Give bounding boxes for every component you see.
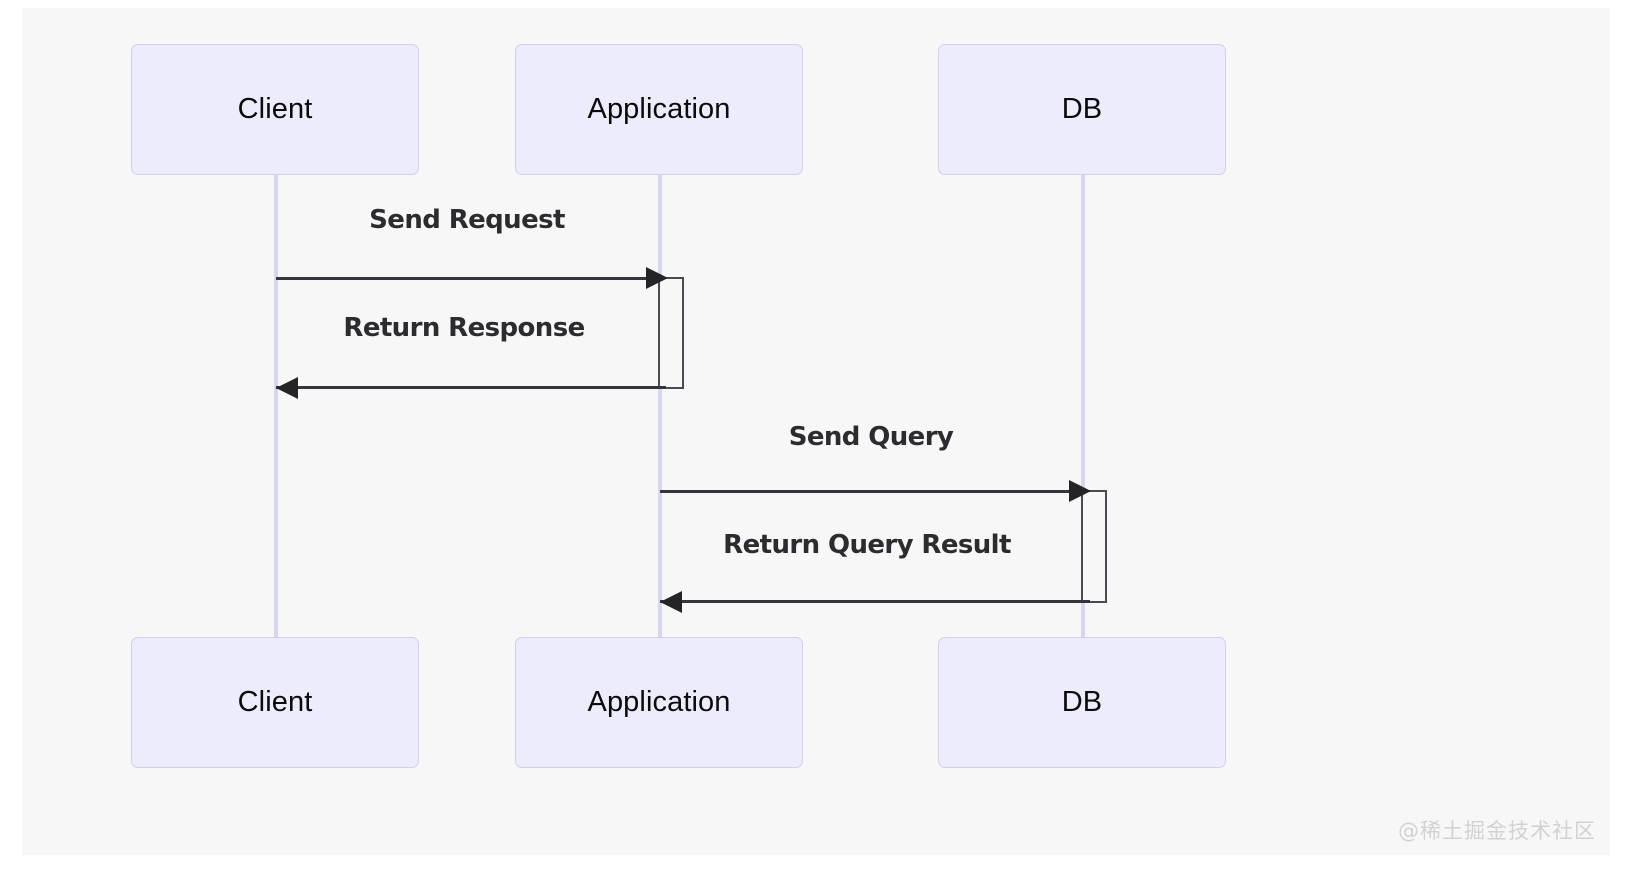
participant-label-client-bottom: Client xyxy=(237,686,313,718)
participant-box-application-bottom[interactable]: Application xyxy=(515,637,803,768)
message-label-send-query: Send Query xyxy=(788,422,954,452)
message-line-send-query xyxy=(660,490,1071,493)
participant-box-application-top[interactable]: Application xyxy=(515,44,803,175)
participant-box-db-bottom[interactable]: DB xyxy=(938,637,1226,768)
lifeline-client xyxy=(274,175,278,665)
message-line-send-request xyxy=(276,277,648,280)
message-line-return-query-result xyxy=(660,600,1090,603)
participant-label-db-bottom: DB xyxy=(1061,686,1103,718)
participant-box-db-top[interactable]: DB xyxy=(938,44,1226,175)
participant-label-db-top: DB xyxy=(1061,93,1103,125)
watermark-text: @稀土掘金技术社区 xyxy=(1398,819,1596,843)
message-label-send-request: Send Request xyxy=(369,205,565,235)
message-line-return-response xyxy=(276,386,666,389)
activation-bar-application xyxy=(658,277,684,389)
message-label-return-response: Return Response xyxy=(343,313,585,343)
participant-label-application-top: Application xyxy=(587,93,731,125)
arrow-head-send-request xyxy=(646,267,668,289)
lifeline-application xyxy=(658,175,662,665)
lifeline-db xyxy=(1081,175,1085,665)
participant-box-client-bottom[interactable]: Client xyxy=(131,637,419,768)
diagram-canvas: Client Application DB Send Request Retur… xyxy=(22,8,1610,855)
arrow-head-send-query xyxy=(1069,480,1091,502)
message-label-return-query-result: Return Query Result xyxy=(723,530,1011,560)
activation-bar-db xyxy=(1081,490,1107,603)
arrow-head-return-response xyxy=(276,377,298,399)
arrow-head-return-query-result xyxy=(660,591,682,613)
participant-box-client-top[interactable]: Client xyxy=(131,44,419,175)
participant-label-application-bottom: Application xyxy=(587,686,731,718)
participant-label-client-top: Client xyxy=(237,93,313,125)
